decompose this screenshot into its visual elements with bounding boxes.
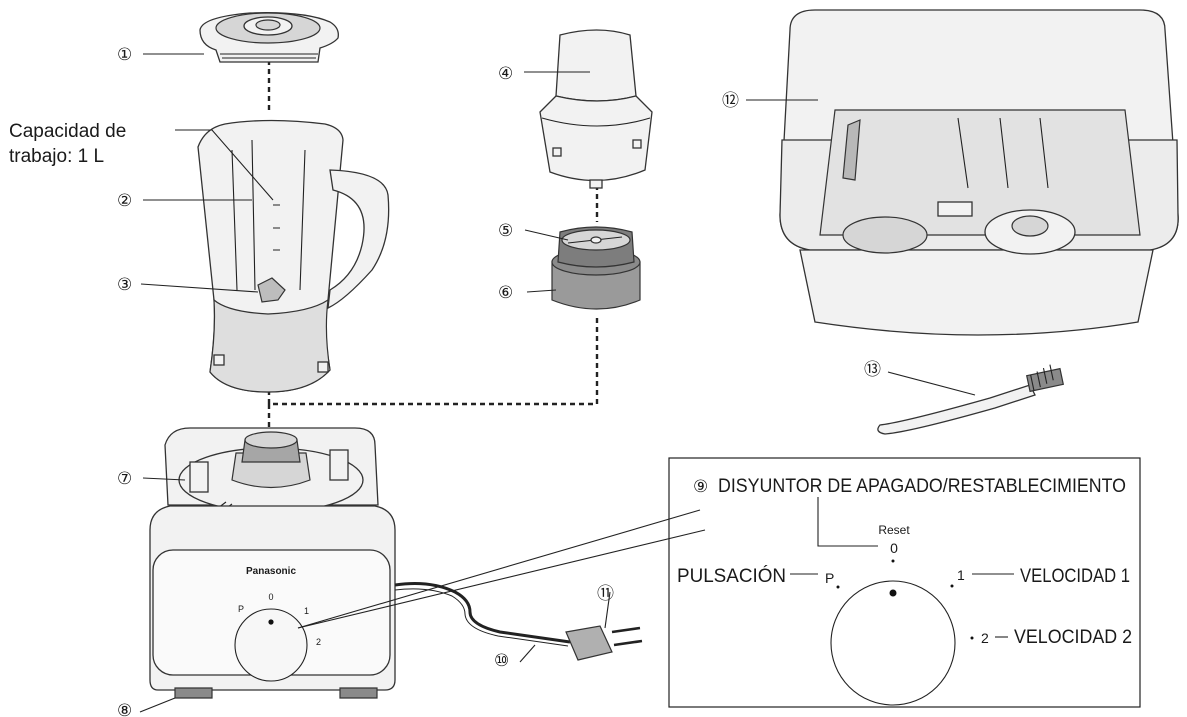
callout-13: ⑬	[864, 360, 881, 379]
one-label: 1	[957, 567, 965, 583]
callout-11: ⑪	[597, 584, 614, 603]
callout-4: ④	[498, 64, 513, 83]
callout-8: ⑧	[117, 701, 132, 717]
zero-label: 0	[890, 540, 898, 556]
capacity-line-2: trabajo: 1 L	[9, 146, 104, 167]
capacity-label: Capacidad de trabajo: 1 L	[9, 121, 126, 167]
jug-lid	[199, 12, 339, 63]
callout-12: ⑫	[722, 91, 739, 110]
callout-7: ⑦	[117, 469, 132, 488]
callout-5: ⑤	[498, 221, 513, 240]
dial-label-2: 2	[316, 637, 321, 647]
detail-inset: ⑨ DISYUNTOR DE APAGADO/RESTABLECIMIENTO …	[297, 457, 1141, 708]
motor-base	[164, 427, 379, 513]
callout-6: ⑥	[498, 283, 513, 302]
speed2-label: VELOCIDAD 2	[1014, 627, 1132, 648]
motor-body: Panasonic P 0 1 2	[149, 505, 396, 699]
callout-1: ①	[117, 45, 132, 64]
two-label: 2	[981, 630, 989, 646]
leader-lines	[139, 53, 976, 713]
reset-label: Reset	[878, 523, 910, 537]
cleaning-brush	[877, 364, 1065, 435]
callouts: ① ② ③ ④ ⑤ ⑥ ⑦ ⑧ ⑩ ⑪ ⑫ ⑬	[117, 45, 881, 717]
p-label: P	[825, 570, 834, 586]
blender-jug	[197, 119, 390, 393]
speed-dial[interactable]	[234, 608, 308, 682]
breaker-label: DISYUNTOR DE APAGADO/RESTABLECIMIENTO	[718, 476, 1126, 497]
capacity-line-1: Capacidad de	[9, 121, 126, 142]
callout-2: ②	[117, 191, 132, 210]
pulse-label: PULSACIÓN	[677, 565, 786, 587]
storage-case	[779, 9, 1179, 336]
mill-jar	[539, 29, 653, 189]
callout-10: ⑩	[494, 651, 509, 670]
connection-dashes	[267, 60, 599, 428]
speed1-label: VELOCIDAD 1	[1020, 566, 1130, 587]
dial-label-1: 1	[304, 606, 309, 616]
mill-blade-unit	[551, 226, 641, 310]
callout-9: ⑨	[693, 477, 708, 496]
brand-logo: Panasonic	[246, 566, 296, 577]
dial-label-p: P	[238, 604, 244, 614]
dial-label-0: 0	[268, 592, 273, 602]
callout-3: ③	[117, 275, 132, 294]
